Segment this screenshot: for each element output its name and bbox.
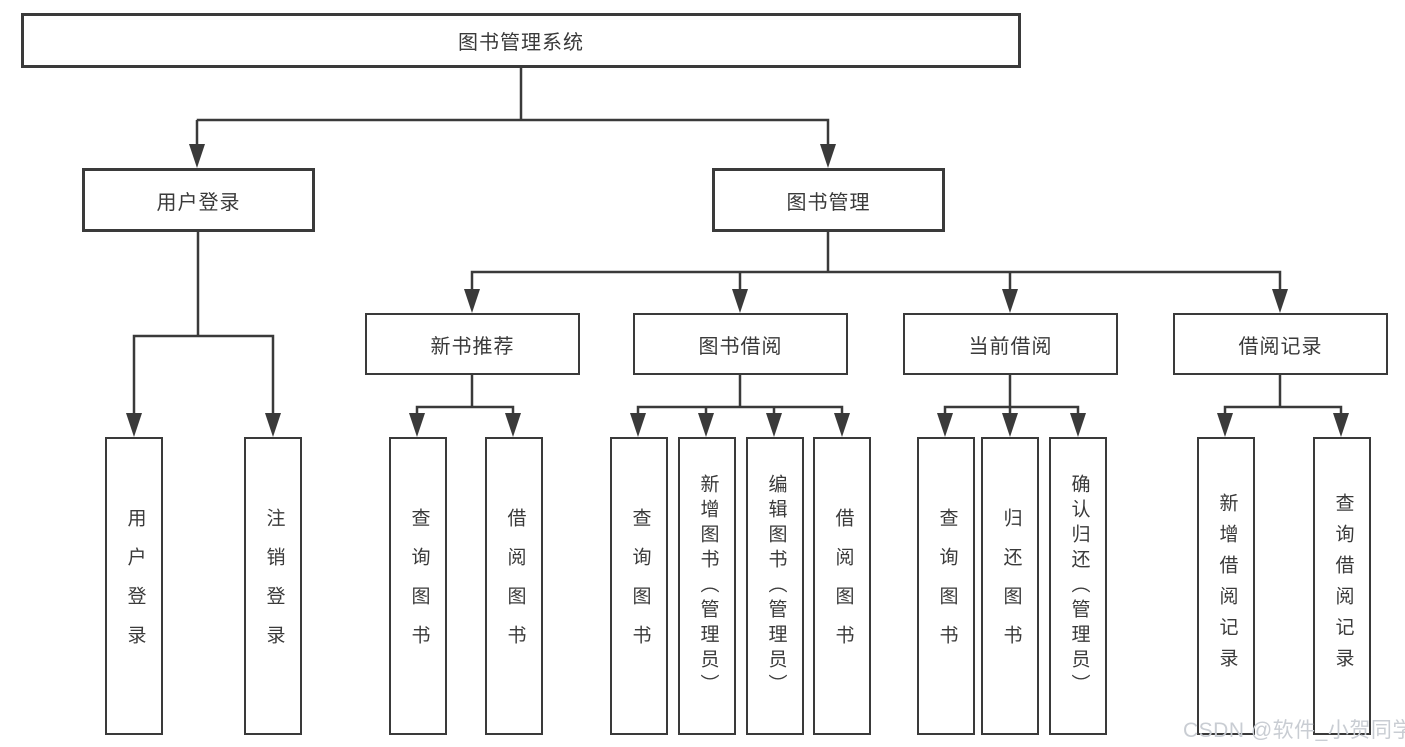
node-new-book-recommend-label: 新书推荐: [430, 335, 515, 358]
node-user-login: 用户登录: [82, 168, 315, 232]
node-borrowing-records: 借阅记录: [1173, 313, 1388, 375]
leaf-add-borrow-record: 新增借阅记录: [1197, 437, 1255, 735]
leaf-logout-label: 注销登录: [263, 508, 285, 664]
leaf-confirm-return-admin: 确认归还（管理员）: [1049, 437, 1107, 735]
leaf-borrow-book-recommend: 借阅图书: [485, 437, 543, 735]
node-current-borrowing: 当前借阅: [903, 313, 1118, 375]
csdn-watermark: CSDN @软件_小贺同学: [1183, 719, 1405, 742]
leaf-user-login-label: 用户登录: [124, 508, 146, 664]
leaf-return-book-label: 归还图书: [1000, 508, 1022, 664]
leaf-borrow-book-label: 借阅图书: [832, 508, 854, 664]
leaf-query-book-recommend-label: 查询图书: [408, 508, 430, 664]
leaf-logout: 注销登录: [244, 437, 302, 735]
leaf-edit-book-admin-label: 编辑图书（管理员）: [765, 473, 787, 699]
leaf-confirm-return-admin-label: 确认归还（管理员）: [1068, 473, 1090, 699]
leaf-add-borrow-record-label: 新增借阅记录: [1216, 493, 1238, 679]
node-book-borrowing-label: 图书借阅: [698, 335, 783, 358]
node-current-borrowing-label: 当前借阅: [968, 335, 1053, 358]
leaf-add-book-admin-label: 新增图书（管理员）: [697, 473, 719, 699]
leaf-query-book-borrowing: 查询图书: [610, 437, 668, 735]
node-book-management: 图书管理: [712, 168, 945, 232]
node-book-borrowing: 图书借阅: [633, 313, 848, 375]
node-library-system-label: 图书管理系统: [458, 32, 584, 54]
node-library-system: 图书管理系统: [21, 13, 1021, 68]
leaf-add-book-admin: 新增图书（管理员）: [678, 437, 736, 735]
node-user-login-label: 用户登录: [156, 191, 241, 214]
node-borrowing-records-label: 借阅记录: [1238, 335, 1323, 358]
leaf-query-borrow-record-label: 查询借阅记录: [1332, 493, 1354, 679]
leaf-borrow-book: 借阅图书: [813, 437, 871, 735]
leaf-user-login: 用户登录: [105, 437, 163, 735]
leaf-query-book-current: 查询图书: [917, 437, 975, 735]
leaf-query-book-current-label: 查询图书: [936, 508, 958, 664]
leaf-query-borrow-record: 查询借阅记录: [1313, 437, 1371, 735]
leaf-borrow-book-recommend-label: 借阅图书: [504, 508, 526, 664]
leaf-return-book: 归还图书: [981, 437, 1039, 735]
leaf-query-book-recommend: 查询图书: [389, 437, 447, 735]
node-book-management-label: 图书管理: [786, 191, 871, 214]
node-new-book-recommend: 新书推荐: [365, 313, 580, 375]
leaf-edit-book-admin: 编辑图书（管理员）: [746, 437, 804, 735]
leaf-query-book-borrowing-label: 查询图书: [629, 508, 651, 664]
